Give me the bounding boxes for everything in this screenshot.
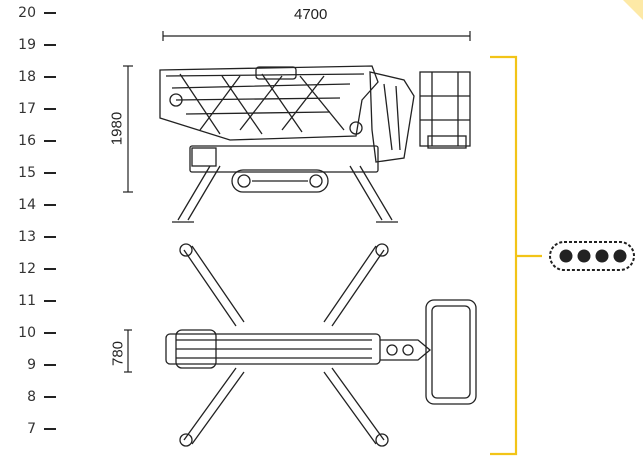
scale-label: 18 bbox=[18, 69, 36, 85]
scale-tick bbox=[44, 76, 56, 78]
scale-label: 16 bbox=[18, 133, 36, 149]
scale-tick bbox=[44, 172, 56, 174]
height-dimension-line bbox=[123, 65, 133, 193]
scale-label: 13 bbox=[18, 229, 36, 245]
scale-tick bbox=[44, 12, 56, 14]
scale-label: 20 bbox=[18, 5, 36, 21]
scale-tick bbox=[44, 364, 56, 366]
crawler-track-icon bbox=[549, 241, 635, 271]
scale-label: 9 bbox=[27, 357, 36, 373]
scale-label: 17 bbox=[18, 101, 36, 117]
scale-mark: 8 bbox=[10, 387, 70, 407]
scale-label: 19 bbox=[18, 37, 36, 53]
scale-mark: 9 bbox=[10, 355, 70, 375]
width-dimension-line bbox=[124, 329, 132, 373]
scale-label: 8 bbox=[27, 389, 36, 405]
scale-mark: 20 bbox=[10, 3, 70, 23]
scale-tick bbox=[44, 204, 56, 206]
scale-mark: 11 bbox=[10, 291, 70, 311]
scale-tick bbox=[44, 236, 56, 238]
scale-tick bbox=[44, 140, 56, 142]
scale-label: 11 bbox=[18, 293, 36, 309]
scale-tick bbox=[44, 396, 56, 398]
scale-tick bbox=[44, 300, 56, 302]
scale-label: 12 bbox=[18, 261, 36, 277]
side-view bbox=[159, 65, 471, 223]
scale-tick bbox=[44, 108, 56, 110]
scale-tick bbox=[44, 428, 56, 430]
scale-mark: 16 bbox=[10, 131, 70, 151]
scale-mark: 17 bbox=[10, 99, 70, 119]
length-dimension-label: 4700 bbox=[294, 6, 328, 23]
scale-mark: 10 bbox=[10, 323, 70, 343]
scale-mark: 18 bbox=[10, 67, 70, 87]
scale-label: 14 bbox=[18, 197, 36, 213]
corner-accent bbox=[623, 0, 643, 20]
scale-mark: 12 bbox=[10, 259, 70, 279]
scale-label: 7 bbox=[27, 421, 36, 437]
scale-mark: 19 bbox=[10, 35, 70, 55]
scale-mark: 15 bbox=[10, 163, 70, 183]
top-view bbox=[165, 243, 477, 447]
scale-tick bbox=[44, 44, 56, 46]
length-dimension-line bbox=[162, 31, 471, 41]
scale-mark: 13 bbox=[10, 227, 70, 247]
scale-label: 10 bbox=[18, 325, 36, 341]
scale-mark: 7 bbox=[10, 419, 70, 439]
scale-mark: 14 bbox=[10, 195, 70, 215]
scale-tick bbox=[44, 268, 56, 270]
scale-tick bbox=[44, 332, 56, 334]
reach-bracket bbox=[490, 55, 542, 456]
scale-label: 15 bbox=[18, 165, 36, 181]
